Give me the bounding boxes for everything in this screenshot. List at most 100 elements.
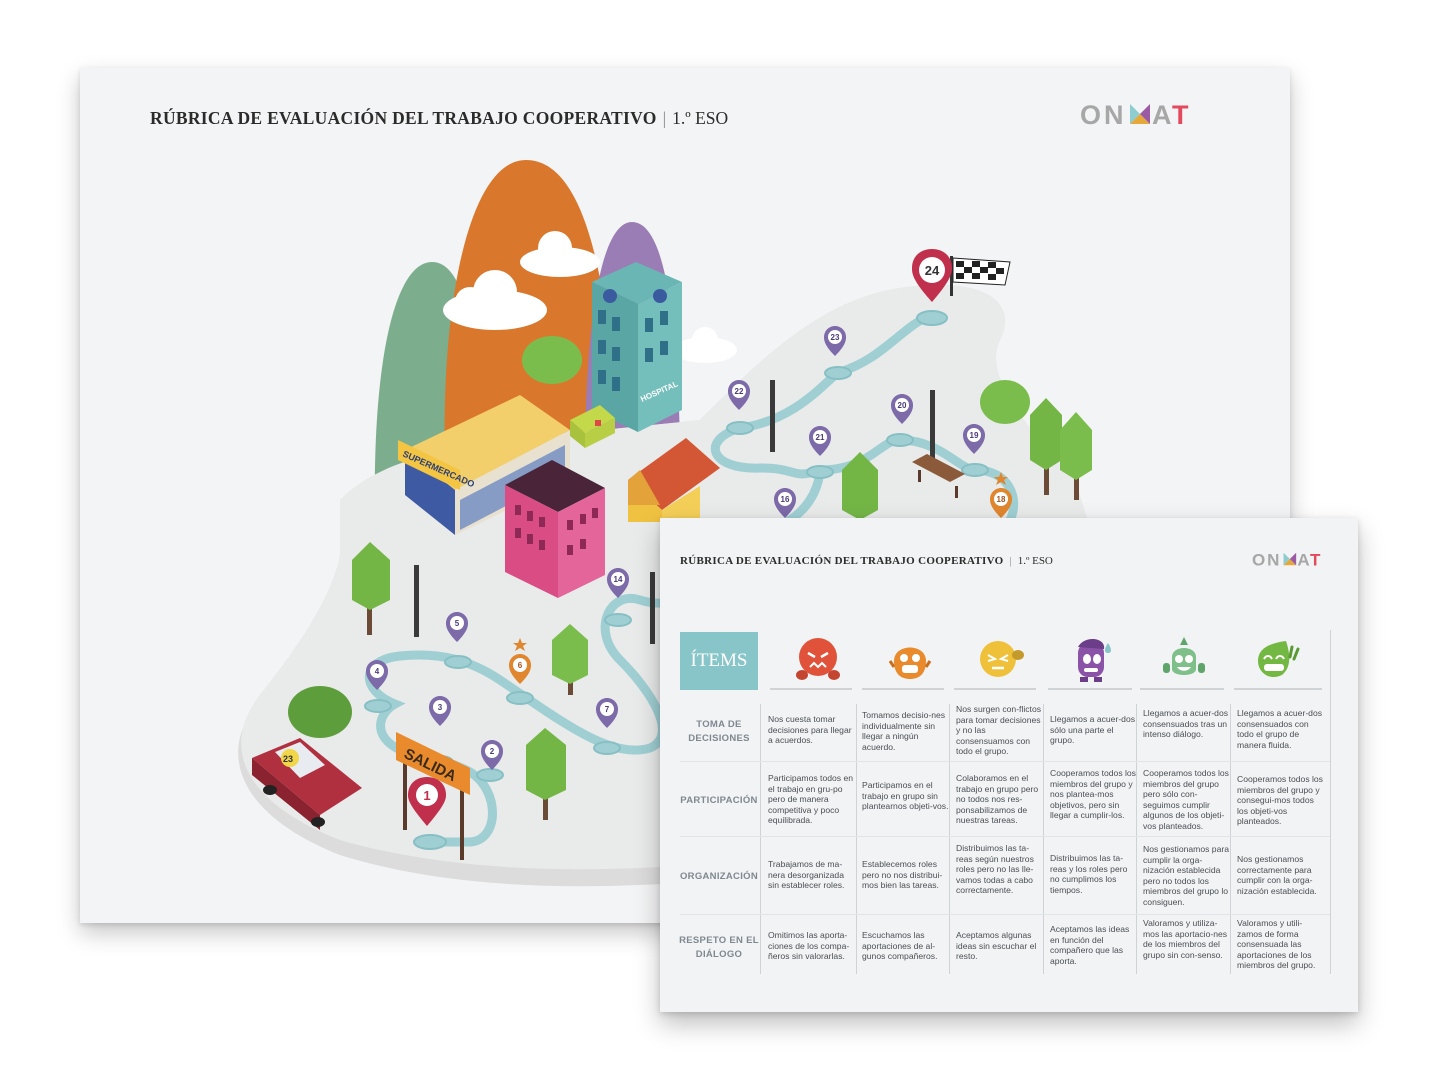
bush-1 [288, 686, 352, 738]
logo-letter-n: N [1104, 101, 1124, 127]
bush-3 [980, 380, 1030, 424]
tree-3 [526, 728, 566, 820]
bush-2 [522, 336, 582, 384]
cell-dialogue-3: Aceptamos algunas ideas sin escuchar el … [956, 930, 1037, 962]
pin-18: 18 [990, 472, 1012, 518]
park-bench [912, 454, 965, 498]
cell-participation-2: Participamos en el trabajo en grupo sin … [862, 780, 949, 812]
front-logo-letter-o: O [1252, 550, 1265, 568]
cell-decisions-3: Nos surgen con-flictos para tomar decisi… [956, 704, 1042, 757]
logo-letter-a: A [1152, 101, 1172, 127]
cloud-3 [673, 327, 737, 363]
front-title-text: RÚBRICA DE EVALUACIÓN DEL TRABAJO COOPER… [680, 555, 1004, 567]
grid-vline-1 [856, 704, 857, 974]
pin-23-label: 23 [831, 333, 840, 342]
race-car-number: 23 [283, 754, 293, 764]
pink-apartment-building [505, 460, 605, 598]
cell-organization-4: Distribuimos las ta-reas y los roles per… [1050, 853, 1128, 895]
logo-letter-t: T [1172, 101, 1189, 127]
front-logo-letter-t: T [1310, 550, 1321, 568]
grid-hline-1 [680, 761, 1330, 762]
pin-19-label: 19 [970, 431, 979, 440]
cell-decisions-5: Llegamos a acuer-dos consensuados tras u… [1143, 708, 1229, 740]
cell-organization-1: Trabajamos de ma-nera desorganizada sin … [768, 859, 845, 891]
logo-m-mark [1130, 104, 1150, 124]
col-line-1 [770, 688, 852, 690]
yellow-house [628, 438, 720, 522]
back-title-text: RÚBRICA DE EVALUACIÓN DEL TRABAJO COOPER… [150, 108, 657, 128]
pin-22-label: 22 [735, 387, 744, 396]
cell-participation-3: Colaboramos en el trabajo en grupo pero … [956, 773, 1039, 826]
cell-dialogue-4: Aceptamos las ideas en función del compa… [1050, 924, 1130, 966]
grid-vline-2 [949, 704, 950, 974]
pin-24: 24 [912, 249, 952, 302]
pin-21-label: 21 [816, 433, 825, 442]
pin-2-label: 2 [490, 747, 495, 756]
cell-organization-3: Distribuimos las ta-reas según nuestros … [956, 843, 1034, 896]
cell-dialogue-2: Escuchamos las aportaciones de al-gunos … [862, 930, 938, 962]
annoyed-face-icon [980, 641, 1024, 677]
back-poster-title: RÚBRICA DE EVALUACIÓN DEL TRABAJO COOPER… [150, 108, 728, 129]
grid-vline-0 [760, 704, 761, 974]
scared-face-icon [888, 647, 932, 679]
row-label-organization: ORGANIZACIÓN [679, 871, 758, 882]
sweating-face-icon [1078, 638, 1111, 682]
cell-decisions-4: Llegamos a acuer-dos sólo una parte el g… [1050, 714, 1136, 746]
pin-3-label: 3 [438, 703, 443, 712]
front-poster: RÚBRICA DE EVALUACIÓN DEL TRABAJO COOPER… [660, 518, 1358, 1012]
pin-24-label: 24 [925, 263, 940, 278]
grid-hline-2 [680, 836, 1330, 837]
col-line-2 [862, 688, 944, 690]
front-poster-title: RÚBRICA DE EVALUACIÓN DEL TRABAJO COOPER… [680, 555, 1053, 567]
pin-1: 1 [408, 777, 446, 826]
grid-hline-3 [680, 914, 1330, 915]
lamps [414, 380, 935, 644]
front-logo-letter-n: N [1267, 550, 1279, 568]
pin-6: 6 [509, 638, 531, 684]
pin-1-label: 1 [423, 788, 430, 803]
finish-flag [950, 256, 1011, 296]
race-car: 23 [252, 738, 362, 830]
cell-dialogue-5: Valoramos y utiliza-mos las aportacio-ne… [1143, 918, 1228, 960]
cloud-2 [520, 231, 600, 277]
back-title-level: 1.º ESO [672, 108, 729, 128]
col-line-5 [1140, 688, 1224, 690]
grid-vline-3 [1043, 704, 1044, 974]
cell-participation-5: Cooperamos todos los miembros del grupo … [1143, 768, 1229, 831]
happy-victory-face-icon [1258, 641, 1300, 678]
cell-organization-5: Nos gestionamos para cumplir la orga-niz… [1143, 844, 1229, 907]
cell-decisions-6: Llegamos a acuer-dos consensuados con to… [1237, 708, 1323, 750]
smiling-face-icon [1163, 637, 1205, 675]
front-logo-letter-a: A [1297, 550, 1309, 568]
angry-face-icon [796, 638, 840, 680]
col-line-3 [954, 688, 1036, 690]
row-label-dialogue: RESPETO EN EL DIÁLOGO [679, 935, 759, 960]
pin-14-label: 14 [614, 575, 623, 584]
tree-6 [1060, 412, 1092, 500]
cell-decisions-1: Nos cuesta tomar decisiones para llegar … [768, 714, 852, 746]
grid-vline-4 [1136, 704, 1137, 974]
cell-decisions-2: Tomamos decisio-nes individualmente sin … [862, 710, 946, 752]
pin-4-label: 4 [375, 667, 380, 676]
tree-2 [552, 624, 588, 695]
back-logo: O N A T [1080, 101, 1189, 127]
pin-20-label: 20 [898, 401, 907, 410]
hospital-building: HOSPITAL [592, 262, 682, 432]
grid-vline-6 [1330, 630, 1331, 974]
row-label-participation: PARTICIPACIÓN [680, 795, 758, 806]
front-logo: O N A T [1252, 550, 1321, 568]
pin-7-label: 7 [605, 705, 610, 714]
front-title-level: 1.º ESO [1017, 555, 1053, 567]
pin-6-label: 6 [518, 661, 523, 670]
tree-5 [1030, 398, 1062, 495]
cell-organization-2: Establecemos roles pero no nos distribui… [862, 859, 943, 891]
pin-5-label: 5 [455, 619, 460, 628]
logo-letter-o: O [1080, 101, 1101, 127]
pin-16-label: 16 [781, 495, 790, 504]
row-label-decisions: TOMA DE DECISIONES [688, 719, 750, 744]
front-title-separator: | [1009, 555, 1012, 567]
col-line-6 [1234, 688, 1322, 690]
col-line-4 [1048, 688, 1132, 690]
purple-pin-faces [370, 330, 981, 758]
pin-18-label: 18 [997, 495, 1006, 504]
